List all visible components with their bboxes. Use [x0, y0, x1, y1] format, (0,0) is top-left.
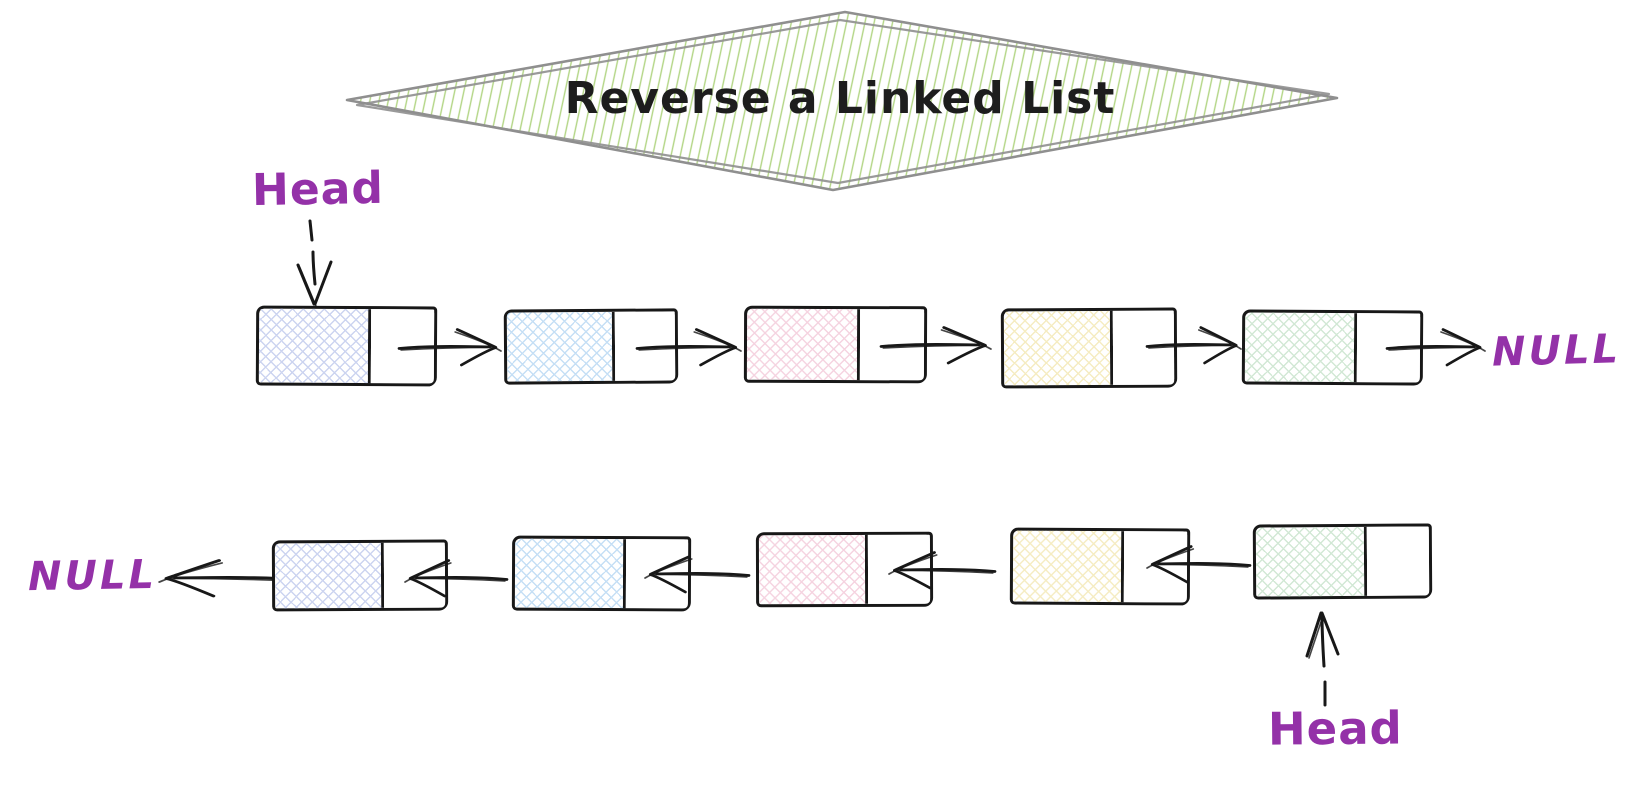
prev-pointer-arrow — [888, 548, 996, 592]
node-data-cell — [506, 311, 615, 382]
prev-pointer-arrow — [404, 556, 508, 600]
next-pointer-arrow — [397, 328, 503, 367]
diagram-title: Reverse a Linked List — [564, 73, 1116, 124]
null-label-bottom: NULL — [27, 551, 158, 601]
list-node — [1252, 523, 1433, 600]
head-label-top: Head — [251, 162, 385, 217]
null-pointer-arrow — [1385, 328, 1487, 367]
prev-pointer-arrow — [644, 552, 750, 596]
head-pointer-arrow-up — [1305, 611, 1340, 707]
node-data-cell — [758, 534, 869, 605]
diamond-shape — [345, 10, 1339, 192]
node-data-cell — [746, 308, 861, 381]
node-data-cell — [1003, 310, 1113, 386]
head-label-bottom: Head — [1267, 701, 1403, 756]
next-pointer-arrow — [879, 325, 993, 365]
node-data-cell — [1012, 530, 1125, 603]
node-data-cell — [1244, 312, 1358, 383]
node-data-cell — [258, 308, 372, 384]
head-pointer-arrow-down — [296, 219, 333, 307]
node-pointer-cell — [1366, 526, 1430, 596]
null-label-top: NULL — [1491, 326, 1622, 376]
node-data-cell — [274, 542, 384, 609]
node-data-cell — [1255, 526, 1367, 597]
next-pointer-arrow — [1145, 326, 1243, 365]
next-pointer-arrow — [635, 328, 743, 367]
node-data-cell — [514, 538, 626, 609]
prev-pointer-arrow — [1146, 542, 1251, 586]
